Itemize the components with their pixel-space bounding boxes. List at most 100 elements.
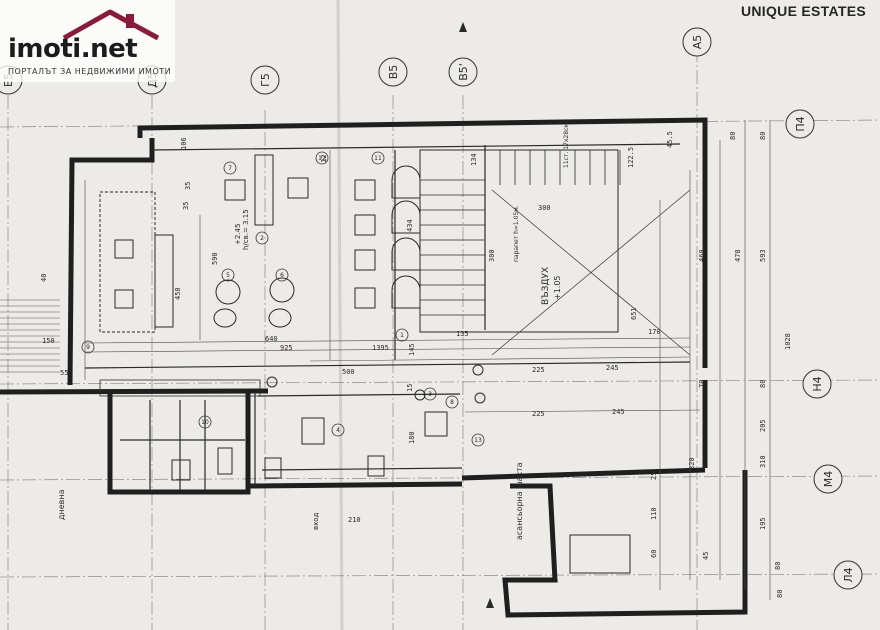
dim-top-4: 122.5 <box>627 147 635 168</box>
room-mark-9 <box>81 340 95 354</box>
dim-right-9: 310 <box>759 455 767 468</box>
void-area <box>491 189 691 356</box>
furniture <box>99 154 631 574</box>
dim-right-4: 1028 <box>784 333 792 350</box>
room-label-stairs: 11ст. 17x28см. <box>563 121 570 168</box>
dim-left-5: 300 <box>488 249 496 262</box>
room-mark-1-label: 1 <box>400 332 404 339</box>
room-mark-3 <box>423 387 437 401</box>
room-mark-12-label: 12 <box>318 155 326 162</box>
dim-top-0: 106 <box>180 137 188 150</box>
dim-top-6: 80 <box>729 132 737 140</box>
dim-middle-0: 640 <box>265 335 278 343</box>
room-label-void-level: +1.05 <box>553 275 562 300</box>
axis-label-m4: М4 <box>822 471 835 488</box>
room-mark-2-label: 2 <box>260 235 264 242</box>
dim-lower-4: 245 <box>612 408 625 416</box>
room-mark-13 <box>471 433 485 447</box>
axis-label-n4: Н4 <box>811 376 824 391</box>
dim-lower-2: 245 <box>606 364 619 372</box>
dim-top-5: 45.5 <box>666 131 674 148</box>
dim-middle-6: 170 <box>648 328 661 336</box>
grid-lines <box>0 48 880 630</box>
dim-bottom-3: 45 <box>702 552 710 560</box>
dim-middle-7: 651 <box>630 307 638 320</box>
walls <box>0 117 748 618</box>
imoti-logo[interactable]: imoti.net ПОРТАЛЪТ ЗА НЕДВИЖИМИ ИМОТИ <box>0 0 175 82</box>
dim-left-1: 55 <box>60 369 68 377</box>
terrace-hatch <box>0 299 60 373</box>
house-roof-icon <box>0 0 175 82</box>
dim-right-7: 205 <box>759 419 767 432</box>
dim-middle-5: 300 <box>538 204 551 212</box>
room-label-hall-level: +2.45 <box>234 224 242 245</box>
room-label-railing: парапет h=1.05м. <box>513 205 520 262</box>
dim-right-11: 80 <box>774 562 782 570</box>
room-label-hall-height: h/св.= 3.15 <box>242 209 250 250</box>
room-mark-8-label: 8 <box>450 399 454 406</box>
dim-bottom-7: 15 <box>406 384 414 392</box>
axis-label-g5: Г5 <box>259 73 272 87</box>
room-mark-6 <box>275 268 289 282</box>
dim-lower-1: 225 <box>532 366 545 374</box>
room-mark-7-label: 7 <box>228 165 232 172</box>
dim-right-0: 80 <box>759 132 767 140</box>
room-mark-8 <box>445 395 459 409</box>
dim-right-8: 320 <box>688 457 696 470</box>
dim-bottom-1: 80 <box>776 590 784 598</box>
dim-right-5: 70 <box>698 380 706 388</box>
dim-middle-4: 135 <box>456 330 469 338</box>
room-mark-4 <box>331 423 345 437</box>
logo-tagline: ПОРТАЛЪТ ЗА НЕДВИЖИМИ ИМОТИ <box>8 67 172 76</box>
section-markers <box>459 22 494 608</box>
room-mark-13-label: 13 <box>474 437 482 444</box>
room-label-entrance: вход <box>312 512 320 530</box>
room-mark-2 <box>255 231 269 245</box>
dim-left-2: 40 <box>40 274 48 282</box>
dimension-lines <box>84 120 771 600</box>
dim-bottom-4: 25 <box>650 472 658 480</box>
dim-left-0: 150 <box>42 337 55 345</box>
dim-left-4: 450 <box>174 287 182 300</box>
axis-label-v5-prime: В5' <box>457 63 470 81</box>
dim-bottom-5: 180 <box>408 431 416 444</box>
dim-top-2: 12 <box>320 155 328 163</box>
dim-top-1: 35 <box>184 182 192 190</box>
room-mark-10-label: 10 <box>201 419 209 426</box>
room-mark-5-label: 5 <box>226 272 230 279</box>
dim-left-3: 35 <box>182 202 190 210</box>
room-mark-12 <box>315 151 329 165</box>
room-mark-3-label: 3 <box>428 391 432 398</box>
axis-label-l4: Л4 <box>842 567 855 582</box>
dim-bottom-6: 210 <box>348 516 361 524</box>
dim-right-2: 478 <box>734 249 742 262</box>
room-mark-5 <box>221 268 235 282</box>
dim-middle-1: 925 <box>280 344 293 352</box>
dim-lower-0: 500 <box>342 368 355 376</box>
room-mark-11 <box>371 151 385 165</box>
room-mark-6-label: 6 <box>280 272 284 279</box>
dim-left-7: 590 <box>211 252 219 265</box>
dim-right-6: 80 <box>759 380 767 388</box>
logo-wordmark: imoti.net <box>8 34 138 64</box>
dim-bottom-0: 110 <box>650 507 658 520</box>
dim-middle-2: 1395 <box>372 344 389 352</box>
room-mark-1 <box>395 328 409 342</box>
dim-middle-3: 145 <box>408 343 416 356</box>
room-mark-7 <box>223 161 237 175</box>
axis-label-a5: А5 <box>691 35 704 50</box>
dim-right-3: 468 <box>698 249 706 262</box>
dim-top-3: 134 <box>470 153 478 166</box>
dim-left-6: 434 <box>406 219 414 232</box>
dim-lower-3: 225 <box>532 410 545 418</box>
dim-right-10: 195 <box>759 517 767 530</box>
room-label-shaft: асансьорна шахта <box>515 462 524 540</box>
staircase <box>419 149 621 333</box>
axis-label-v5: В5 <box>387 65 400 80</box>
room-mark-4-label: 4 <box>336 427 340 434</box>
room-mark-11-label: 11 <box>374 155 382 162</box>
room-mark-9-label: 9 <box>86 344 90 351</box>
room-mark-10 <box>198 415 212 429</box>
dim-bottom-2: 60 <box>650 550 658 558</box>
